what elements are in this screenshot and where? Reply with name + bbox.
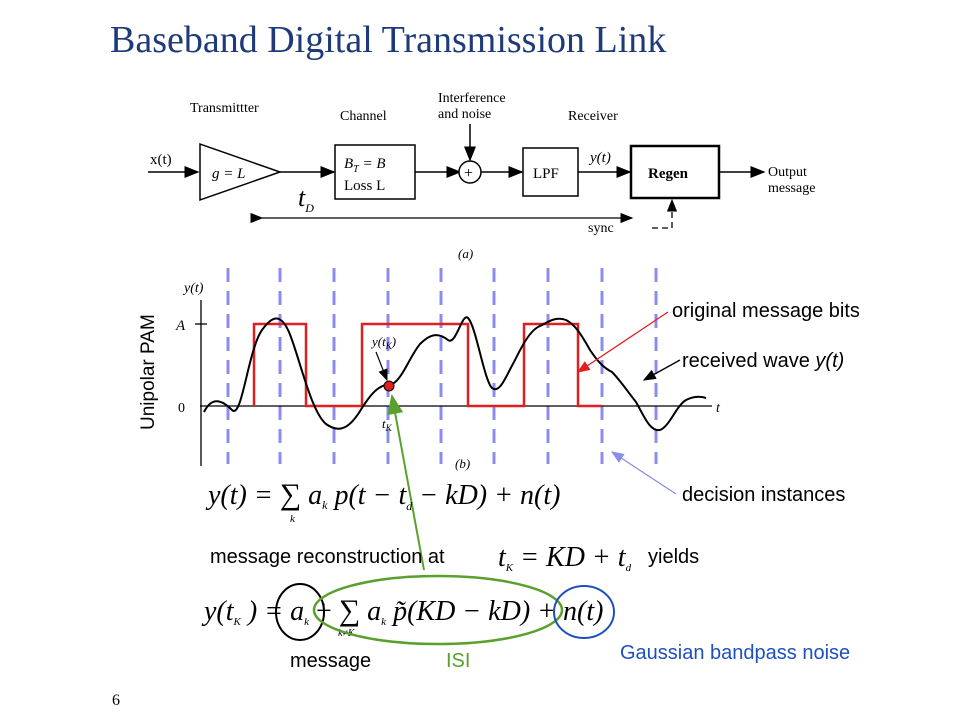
interference-label: Interference: [438, 91, 506, 106]
lpf-box: [522, 147, 579, 197]
original-bits-annotation: original message bits: [672, 300, 860, 322]
input-label: x(t): [150, 152, 172, 168]
message-bits-waveform: [252, 322, 602, 408]
received-waveform: [203, 316, 707, 432]
lpf-label: LPF: [533, 166, 559, 182]
output-label: Output: [768, 165, 807, 180]
channel-box: [334, 144, 416, 200]
level-A-label: A: [175, 318, 186, 334]
sample-label: y(tK): [370, 334, 396, 351]
transmitter-gain: g = L: [212, 166, 245, 182]
received-wave-var: y(t): [815, 350, 845, 372]
level-0-label: 0: [178, 401, 185, 416]
transmitter-label: Transmittter: [190, 101, 259, 116]
decision-pointer: [610, 451, 677, 495]
receiver-output-label: y(t): [588, 150, 611, 166]
caption-a: (a): [458, 246, 473, 261]
y-axis-label: y(t): [182, 281, 204, 296]
sample-pointer: [375, 351, 388, 382]
slide-title: Baseband Digital Transmission Link: [110, 19, 667, 61]
channel-label: Channel: [340, 109, 387, 124]
received-wave-annotation: received wave y(t): [682, 350, 844, 373]
sample-time-pointer: [387, 394, 425, 571]
interference-label-2: and noise: [438, 107, 491, 122]
message-term-label: message: [290, 650, 372, 672]
transmitter-amplifier: [199, 142, 283, 202]
regen-box: [629, 144, 721, 200]
decision-instances-annotation: decision instances: [682, 484, 846, 506]
noise-term-ellipse: [553, 585, 615, 639]
delay-label: tD: [298, 183, 314, 215]
reconstruction-annotation: message reconstruction at: [210, 546, 445, 568]
equation-reconstruction: y(tK ) = ak + ∑ ak p̃(KD − kD) + n(t): [201, 594, 603, 632]
isi-term-label: ISI: [446, 650, 471, 672]
receiver-label: Receiver: [568, 109, 618, 124]
noise-term-label: Gaussian bandpass noise: [620, 642, 851, 664]
sample-point: [383, 380, 395, 392]
adder-plus: +: [464, 165, 473, 182]
channel-loss: Loss L: [344, 178, 385, 194]
unipolar-pam-label: Unipolar PAM: [138, 314, 159, 430]
isi-term-ellipse: [312, 574, 564, 646]
equation-received-signal: y(t) = ∑ ak p(t − td − kD) + n(t): [205, 478, 560, 517]
yields-annotation: yields: [648, 546, 700, 568]
slide-number: 6: [112, 692, 120, 709]
caption-b: (b): [455, 456, 470, 471]
sync-label: sync: [588, 221, 614, 236]
decision-lines: [226, 268, 658, 464]
eq1-sum-index: k: [290, 513, 296, 525]
tk-label: tK: [382, 416, 393, 433]
t-axis-label: t: [716, 401, 721, 416]
wave-pointer: [642, 359, 681, 381]
received-wave-text: received wave: [682, 350, 816, 372]
output-label-2: message: [768, 181, 815, 196]
equation-sample-time: tK = KD + td: [498, 542, 632, 578]
bits-pointer: [576, 311, 669, 373]
message-term-ellipse: [275, 583, 325, 641]
regen-label: Regen: [648, 166, 689, 182]
channel-bandwidth: BT = B: [344, 156, 386, 175]
